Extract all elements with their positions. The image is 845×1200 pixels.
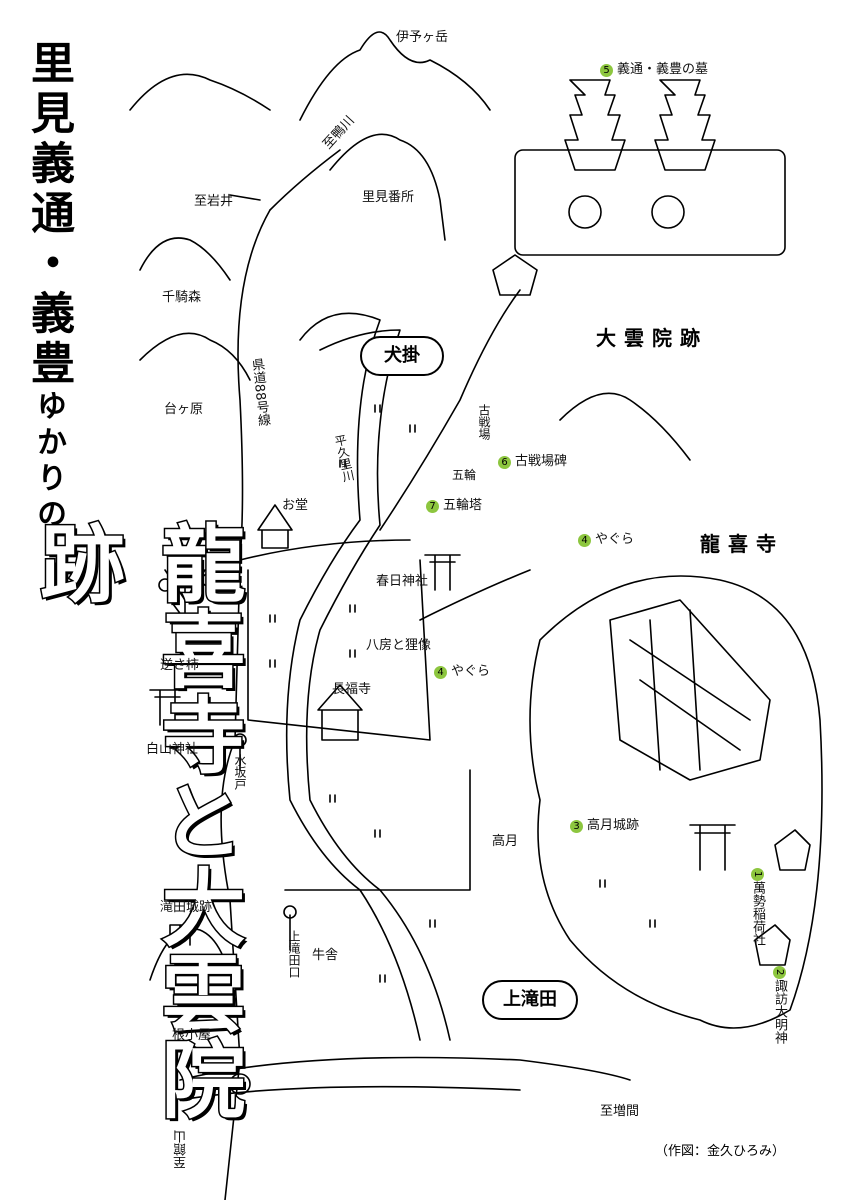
site-ryukiji: 龍喜寺 <box>700 532 784 556</box>
label-grave: 義通・義豊の墓 <box>617 62 709 77</box>
marker-6: 6 <box>498 456 511 469</box>
grave-wall <box>514 149 786 256</box>
place-iyogatake: 伊予ヶ岳 <box>396 30 449 45</box>
place-tateyama: 至館山 <box>174 1130 189 1169</box>
place-gyusha: 牛舎 <box>312 948 339 963</box>
numbered-3-takatsuki: 3 高月城跡 <box>570 814 639 833</box>
label-inari: 萬勢稲荷社 <box>750 881 765 946</box>
place-sakasagaki: 逆さ柿 <box>160 658 200 673</box>
mountain-senki <box>139 237 231 281</box>
title-line1-small: ゆかりの <box>31 390 66 534</box>
place-suibo: 水坂戸 <box>233 754 247 790</box>
marker-4b: 4 <box>434 666 447 679</box>
mountain-daigahara <box>139 332 251 381</box>
place-takatsuki: 高月 <box>492 834 519 849</box>
sakasagaki-tree <box>164 569 206 641</box>
place-chofukuji: 長福寺 <box>332 682 372 697</box>
mountain-takita <box>149 927 236 1001</box>
place-kasuga: 春日神社 <box>376 574 429 589</box>
ryukiji-hill <box>529 575 823 1029</box>
shrine-chofukuji <box>317 684 363 741</box>
grave-stupa-right <box>654 79 716 171</box>
numbered-1-inari: 1萬勢稲荷社 <box>748 868 768 946</box>
road-bottom-lower <box>179 1085 521 1101</box>
area-inukake: 犬掛 <box>360 336 444 376</box>
place-odo: お堂 <box>282 498 309 513</box>
marker-1: 1 <box>751 868 764 881</box>
label-yagura-lower: やぐら <box>451 664 491 679</box>
place-nekoya: 根小屋 <box>172 1028 212 1043</box>
road-bottom <box>179 1056 631 1081</box>
credit: （作図：金久ひろみ） <box>654 1144 785 1159</box>
numbered-4-yagura-lower: 4 やぐら <box>434 660 490 679</box>
mountain-iyogatake <box>299 31 491 121</box>
castle-takita-mark <box>169 924 191 946</box>
grave-gate-left <box>568 195 602 229</box>
site-daiunin: 大雲院跡 <box>596 326 708 350</box>
marker-7: 7 <box>426 500 439 513</box>
shrine-suwa <box>754 924 791 966</box>
place-takitajo: 滝田城跡 <box>160 900 213 915</box>
place-yatsufusa: 八房と狸像 <box>366 638 432 653</box>
place-senkimori: 千騎森 <box>162 290 202 305</box>
place-daigahara: 台ヶ原 <box>164 402 204 417</box>
marker-5: 5 <box>600 64 613 77</box>
label-suwa: 諏訪大明神 <box>772 979 787 1044</box>
road-left-block <box>247 559 431 741</box>
road-kasuga-path <box>419 569 531 621</box>
mountain-left-1 <box>129 73 271 111</box>
marker-2: 2 <box>773 966 786 979</box>
ryukiji-temple <box>609 599 771 781</box>
shrine-odo <box>257 504 293 549</box>
place-kamitakita-bus: 上滝田口 <box>287 930 301 978</box>
marker-3: 3 <box>570 820 583 833</box>
river-hirakuri-a <box>285 312 421 1041</box>
label-kosenjo: 古戦場碑 <box>515 454 568 469</box>
road-horizontal-main <box>284 769 471 891</box>
stone-kosenjo: 古戦場 <box>477 404 491 440</box>
grave-stupa-left <box>564 79 626 171</box>
torii-ryukiji <box>689 824 736 871</box>
road-sign-bottom <box>229 1073 251 1095</box>
shrine-gate-daiunin <box>492 254 538 296</box>
torii-kasuga <box>424 554 461 591</box>
label-yagura-upper: やぐら <box>595 532 635 547</box>
road-kendo88 <box>220 209 271 1200</box>
marker-4a: 4 <box>578 534 591 547</box>
road-mountain-path <box>379 289 521 531</box>
mountain-middle <box>559 392 691 461</box>
area-kamitakita: 上滝田 <box>482 980 578 1020</box>
mountain-satomi <box>329 133 446 241</box>
label-takatsuki: 高月城跡 <box>587 818 640 833</box>
torii-hakusan <box>149 689 186 726</box>
shrine-inari <box>774 829 811 871</box>
river-hirakuri-b <box>305 329 451 1041</box>
title-line1-main: 里見義通・義豊 <box>23 40 74 390</box>
numbered-2-suwa: 2諏訪大明神 <box>770 966 790 1044</box>
label-gorinto: 五輪塔 <box>443 498 483 513</box>
place-satomibansho: 里見番所 <box>362 190 415 205</box>
place-iwai: 至岩井 <box>194 194 234 209</box>
numbered-5-grave: 5 義通・義豊の墓 <box>600 58 708 77</box>
road-iwai-branch <box>229 194 261 201</box>
road-kamogawa <box>269 149 341 211</box>
numbered-4-yagura-upper: 4 やぐら <box>578 528 634 547</box>
stone-gorin: 五輪 <box>452 468 477 482</box>
numbered-6-kosenjo: 6 古戦場碑 <box>498 450 567 469</box>
place-hakusan: 白山神社 <box>146 742 199 757</box>
road-horizontal-odo <box>239 539 411 561</box>
grave-gate-right <box>651 195 685 229</box>
title-line1: 里見義通・義豊ゆかりの <box>16 40 80 534</box>
place-masuma: 至増間 <box>600 1104 640 1119</box>
numbered-7-gorinto: 7 五輪塔 <box>426 494 482 513</box>
title-line2: 龍喜寺と大雲院跡 <box>26 519 248 1124</box>
